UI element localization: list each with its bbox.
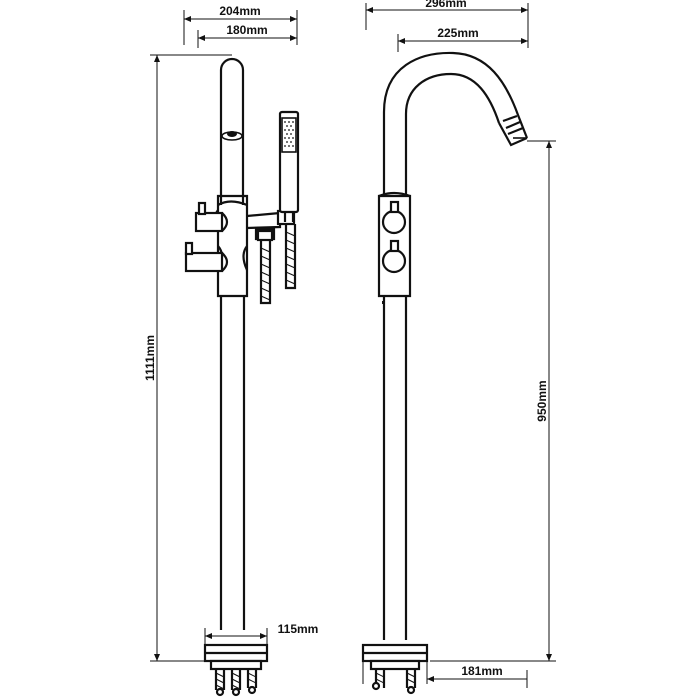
upper-handle-front — [194, 201, 229, 233]
shower-hose-right — [284, 224, 297, 290]
shower-head-icon — [278, 110, 300, 222]
dim-left-outer: 204mm — [183, 4, 298, 45]
left-view: 204mm 180mm 1111mm — [143, 4, 319, 697]
spout-front — [219, 57, 245, 205]
dim-right-base: 181mm — [427, 664, 528, 688]
dim-label-296: 296mm — [425, 0, 466, 10]
upper-knob-side — [381, 200, 407, 235]
dim-label-225: 225mm — [437, 26, 478, 40]
dim-label-181: 181mm — [461, 664, 502, 678]
dim-left-inner: 180mm — [197, 23, 297, 48]
dim-right-height: 950mm — [430, 140, 556, 662]
dim-left-base: 115mm — [204, 622, 319, 650]
shower-hose-left — [256, 229, 274, 305]
dim-label-1111: 1111mm — [143, 335, 157, 381]
dim-label-180: 180mm — [226, 23, 267, 37]
dim-label-115: 115mm — [278, 622, 319, 636]
dim-right-outer: 296mm — [365, 0, 529, 30]
lower-knob-side — [381, 239, 407, 274]
base-front — [203, 643, 269, 697]
gooseneck-spout — [382, 51, 529, 196]
dim-label-950: 950mm — [535, 380, 549, 421]
body-side — [377, 191, 412, 640]
right-view: 296mm 225mm — [361, 0, 556, 695]
lower-handle-front — [184, 241, 229, 273]
dim-right-inner: 225mm — [397, 26, 529, 52]
base-side — [361, 643, 429, 695]
dim-left-height: 1111mm — [143, 54, 232, 662]
dim-label-204: 204mm — [219, 4, 260, 18]
